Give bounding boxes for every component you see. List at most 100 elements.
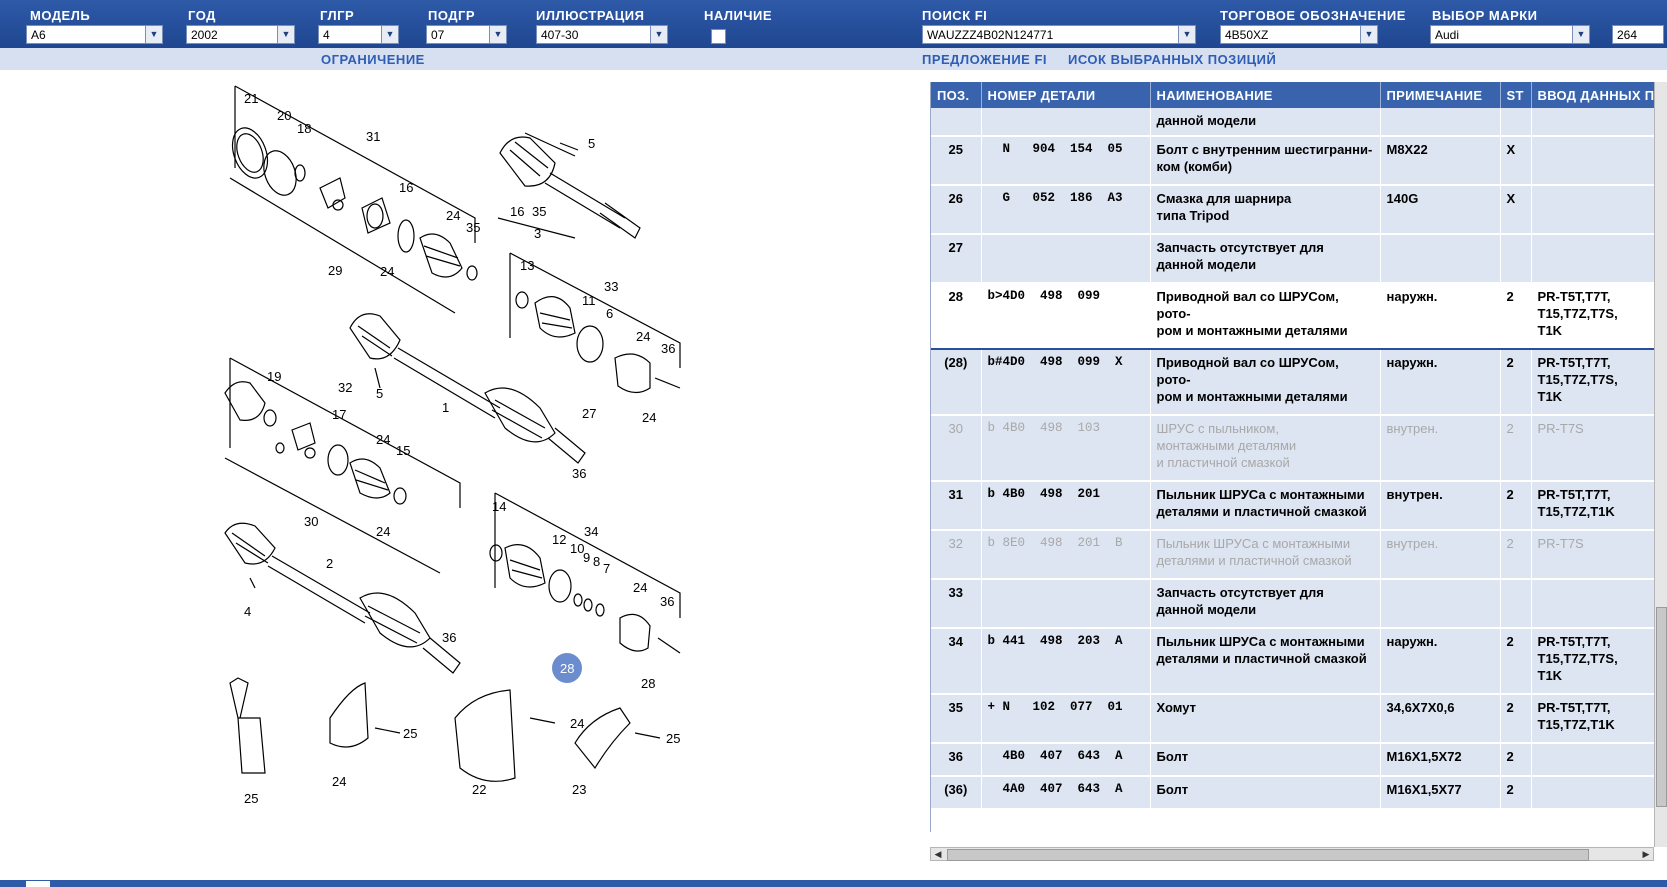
col-header-note[interactable]: ПРИМЕЧАНИЕ xyxy=(1380,82,1501,108)
brand-select[interactable]: Audi▼ xyxy=(1430,25,1590,44)
cell-pos: 31 xyxy=(931,481,982,531)
search-fi-label: ПОИСК FI xyxy=(922,8,988,23)
callout: 29 xyxy=(328,263,342,278)
cell-st: 2 xyxy=(1500,349,1532,416)
table-row[interactable]: данной модели xyxy=(931,108,1655,137)
col-header-name[interactable]: НАИМЕНОВАНИЕ xyxy=(1150,82,1381,108)
cell-name-line: Болт с внутренним шестигранни- xyxy=(1156,142,1373,157)
col-header-input[interactable]: ВВОД ДАННЫХ П xyxy=(1531,82,1655,108)
callout: 5 xyxy=(588,136,595,151)
callout: 36 xyxy=(661,341,675,356)
cell-note xyxy=(1380,234,1501,284)
cell-name-line: ром и монтажными деталями xyxy=(1156,389,1348,404)
cell-name-line: Болт xyxy=(1156,749,1189,764)
chevron-down-icon[interactable]: ▼ xyxy=(145,26,162,43)
parts-diagram[interactable]: 28 21 20 18 31 29 24 16 24 35 5 16 35 3 … xyxy=(210,78,750,868)
cell-input-line: T15,T7Z,T7S, xyxy=(1537,372,1618,387)
cell-input-line: PR-T5T,T7T, xyxy=(1537,487,1611,502)
chevron-down-icon[interactable]: ▼ xyxy=(381,26,398,43)
cell-input-line: T15,T7Z,T1K xyxy=(1537,717,1615,732)
cell-note: 34,6X7X0,6 xyxy=(1380,694,1501,744)
cell-name-line: Приводной вал со ШРУСом, рото- xyxy=(1156,289,1339,321)
model-value: A6 xyxy=(31,28,46,42)
cell-name-line: деталями и пластичной смазкой xyxy=(1156,553,1352,568)
cell-input xyxy=(1531,776,1655,810)
parts-table-container: ПОЗ. НОМЕР ДЕТАЛИ НАИМЕНОВАНИЕ ПРИМЕЧАНИ… xyxy=(930,82,1655,832)
trade-name-value: 4B50XZ xyxy=(1225,28,1269,42)
scroll-left-icon[interactable]: ◀ xyxy=(934,849,942,859)
scroll-thumb[interactable] xyxy=(947,849,1589,861)
cell-pos: 30 xyxy=(931,415,982,482)
highlight-marker[interactable] xyxy=(552,653,582,683)
cell-input-line: T15,T7Z,T7S, xyxy=(1537,306,1618,321)
cell-note: M8X22 xyxy=(1380,136,1501,186)
main-group-value: 4 xyxy=(323,28,330,42)
cell-part-number: b 4B0 498 201 xyxy=(981,481,1151,531)
col-header-pos[interactable]: ПОЗ. xyxy=(931,82,982,108)
cell-note: 140G xyxy=(1380,185,1501,235)
fi-proposal-link[interactable]: ПРЕДЛОЖЕНИЕ FI xyxy=(922,52,1047,67)
cell-note xyxy=(1380,108,1501,137)
callout: 24 xyxy=(642,410,656,425)
callout: 11 xyxy=(582,293,596,308)
main-group-select[interactable]: 4▼ xyxy=(318,25,399,44)
callout: 24 xyxy=(376,432,390,447)
chevron-down-icon[interactable]: ▼ xyxy=(1572,26,1589,43)
scroll-right-icon[interactable]: ▶ xyxy=(1642,849,1650,859)
callout: 6 xyxy=(606,306,613,321)
callout: 10 xyxy=(570,541,584,556)
horizontal-scrollbar[interactable]: ◀ ▶ xyxy=(930,847,1654,861)
cell-part-number: N 904 154 05 xyxy=(981,136,1151,186)
cell-part-number: b>4D0 498 099 xyxy=(981,282,1151,350)
cell-note: наружн. xyxy=(1380,282,1501,350)
col-header-part-number[interactable]: НОМЕР ДЕТАЛИ xyxy=(981,82,1151,108)
selected-positions-link[interactable]: ИСОК ВЫБРАННЫХ ПОЗИЦИЙ xyxy=(1068,52,1277,67)
callout: 17 xyxy=(332,407,346,422)
cell-input xyxy=(1531,108,1655,137)
callout: 32 xyxy=(338,380,352,395)
search-fi-select[interactable]: WAUZZZ4B02N124771▼ xyxy=(922,25,1196,44)
year-select[interactable]: 2002▼ xyxy=(186,25,295,44)
cell-st: X xyxy=(1500,136,1532,186)
availability-checkbox[interactable] xyxy=(711,29,726,44)
callout: 25 xyxy=(666,731,680,746)
sub-group-select[interactable]: 07▼ xyxy=(426,25,507,44)
illustration-select[interactable]: 407-30▼ xyxy=(536,25,668,44)
model-select[interactable]: A6 ▼ xyxy=(26,25,163,44)
callout: 24 xyxy=(380,264,394,279)
chevron-down-icon[interactable]: ▼ xyxy=(489,26,506,43)
cell-note: внутрен. xyxy=(1380,481,1501,531)
cell-st: 2 xyxy=(1500,530,1532,580)
vertical-scrollbar[interactable] xyxy=(1654,82,1667,847)
chevron-down-icon[interactable]: ▼ xyxy=(1178,26,1195,43)
chevron-down-icon[interactable]: ▼ xyxy=(1360,26,1377,43)
scroll-thumb[interactable] xyxy=(1656,607,1667,807)
chevron-down-icon[interactable]: ▼ xyxy=(650,26,667,43)
callout: 16 xyxy=(510,204,524,219)
trade-name-label: ТОРГОВОЕ ОБОЗНАЧЕНИЕ xyxy=(1220,8,1406,23)
callout: 30 xyxy=(304,514,318,529)
brand-extra-field[interactable]: 264 xyxy=(1612,25,1664,44)
table-header-row: ПОЗ. НОМЕР ДЕТАЛИ НАИМЕНОВАНИЕ ПРИМЕЧАНИ… xyxy=(931,82,1655,108)
bottom-parts xyxy=(229,677,661,782)
col-header-st[interactable]: ST xyxy=(1500,82,1532,108)
cell-name-line: данной модели xyxy=(1156,257,1257,272)
callout: 35 xyxy=(532,204,546,219)
restriction-link[interactable]: ОГРАНИЧЕНИЕ xyxy=(321,52,425,67)
chevron-down-icon[interactable]: ▼ xyxy=(277,26,294,43)
trade-name-select[interactable]: 4B50XZ ▼ xyxy=(1220,25,1378,44)
cell-pos: 34 xyxy=(931,628,982,695)
